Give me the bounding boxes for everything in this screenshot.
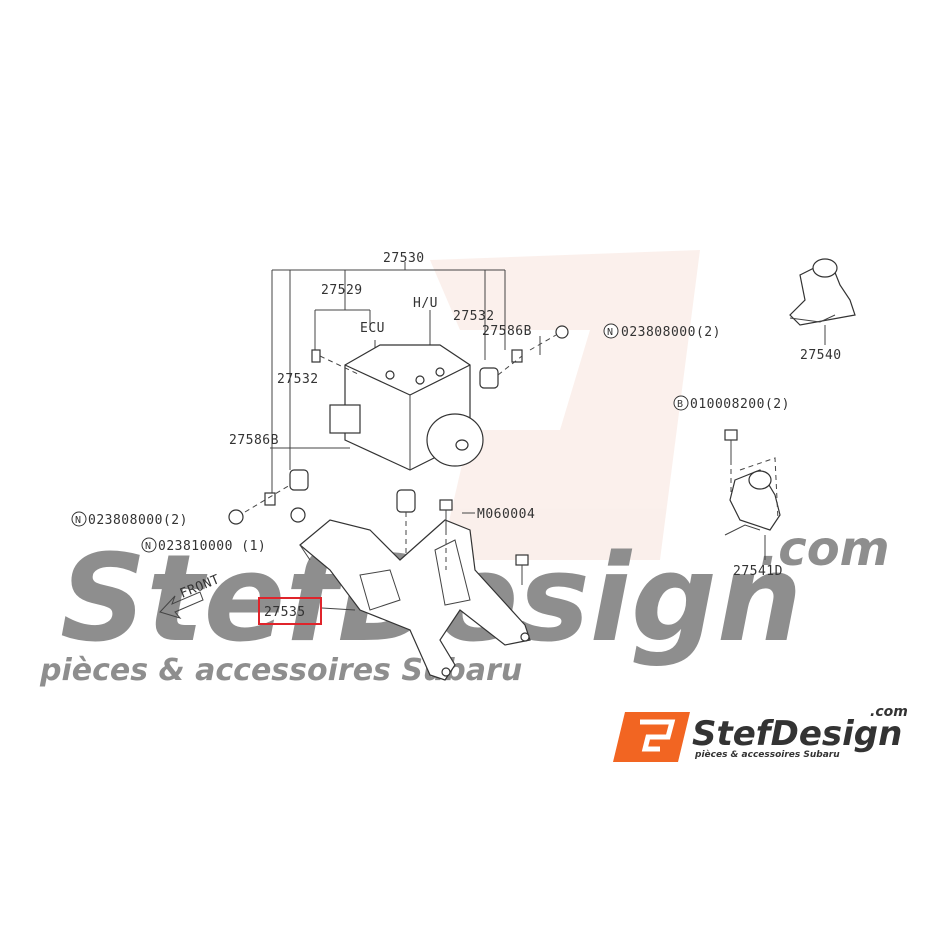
label-ecu-part: 27529 bbox=[321, 283, 363, 298]
label-nut-left: 023808000(2) bbox=[88, 513, 188, 528]
b-marker: B bbox=[677, 399, 683, 410]
washer-callout: N 023810000 (1) bbox=[141, 537, 266, 554]
stefdesign-logo: StefDesign .com pièces & accessoires Sub… bbox=[613, 704, 908, 762]
grommets bbox=[228, 325, 569, 600]
label-sensor-bottom: 27541D bbox=[733, 564, 783, 579]
nut-right-callout: N 023808000(2) bbox=[603, 323, 721, 340]
label-grommet-right: 27532 bbox=[453, 309, 495, 324]
label-washer: 023810000 (1) bbox=[158, 539, 266, 554]
n-marker: N bbox=[145, 541, 151, 552]
label-assembly: 27530 bbox=[383, 251, 425, 266]
abs-bracket bbox=[299, 519, 531, 681]
logo-domain: .com bbox=[870, 704, 908, 720]
logo-brand: StefDesign bbox=[692, 714, 902, 754]
n-marker: N bbox=[607, 327, 613, 338]
label-hu: H/U bbox=[413, 296, 438, 311]
sensor-27541d bbox=[724, 457, 781, 536]
watermark-domain: .com bbox=[760, 521, 890, 577]
label-stud-right: 27586B bbox=[482, 324, 532, 339]
bolts bbox=[439, 429, 738, 585]
highlight-box bbox=[258, 597, 322, 625]
abs-hydraulic-unit bbox=[329, 344, 484, 471]
bolt-b-callout: B 010008200(2) bbox=[673, 395, 790, 412]
label-stud-left: 27586B bbox=[229, 433, 279, 448]
logo-tagline: pièces & accessoires Subaru bbox=[694, 749, 840, 760]
label-grommet-left: 27532 bbox=[277, 372, 319, 387]
label-ecu: ECU bbox=[360, 321, 385, 336]
label-bracket: 27535 bbox=[264, 605, 306, 620]
leader-lines bbox=[270, 325, 826, 611]
nut-left-callout: N 023808000(2) bbox=[71, 511, 188, 528]
label-bolt-m: M060004 bbox=[477, 507, 535, 522]
label-sensor-top: 27540 bbox=[800, 348, 842, 363]
labels: 27530 27529 H/U ECU 27532 27586B 27532 2… bbox=[71, 251, 842, 625]
label-nut-right: 023808000(2) bbox=[621, 325, 721, 340]
sensor-27540 bbox=[789, 258, 856, 326]
label-bolt-b: 010008200(2) bbox=[690, 397, 790, 412]
n-marker: N bbox=[75, 515, 81, 526]
